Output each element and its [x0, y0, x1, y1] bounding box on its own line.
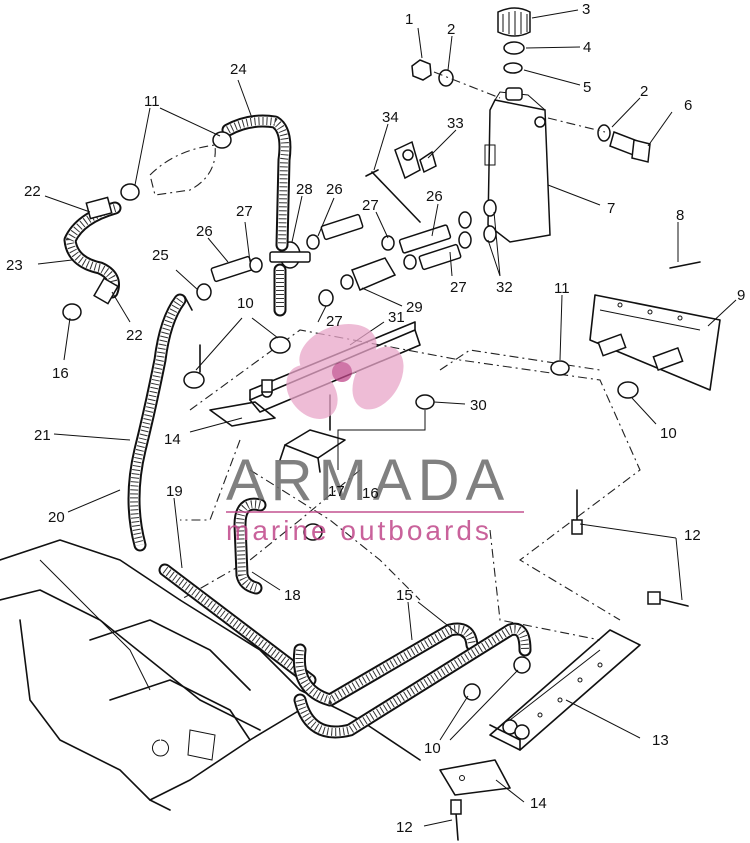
- callout-4: 4: [583, 39, 591, 56]
- washer-2: [438, 69, 454, 87]
- callout-6: 6: [684, 97, 692, 114]
- tube-19: [158, 563, 317, 687]
- callout-labels: 1 2 3 4 5 2 6 7 8 9 10 10 10 11 11 12 12…: [6, 1, 745, 836]
- callout-9: 9: [737, 287, 745, 304]
- callout-1: 1: [405, 11, 413, 28]
- chassis-outline: [0, 329, 641, 811]
- hose-20: [127, 293, 201, 552]
- callout-27-c: 27: [450, 279, 467, 296]
- callout-5: 5: [583, 79, 591, 96]
- washer-2-b: [597, 124, 611, 142]
- bracket-9: [589, 294, 721, 391]
- gasket-4: [503, 41, 525, 55]
- bracket-14-lower: [439, 759, 511, 796]
- callout-11-a: 11: [144, 93, 160, 110]
- callout-21: 21: [34, 427, 51, 444]
- bracket-33: [394, 140, 437, 180]
- brand-tagline: marine outboards: [226, 515, 492, 546]
- callout-26-a: 26: [196, 223, 213, 240]
- callout-15: 15: [396, 587, 413, 604]
- callout-12-a: 12: [684, 527, 701, 544]
- callout-3: 3: [582, 1, 590, 18]
- bolt-6: [609, 131, 651, 163]
- callout-26-b: 26: [326, 181, 343, 198]
- bracket-14-upper: [209, 401, 276, 427]
- callout-24: 24: [230, 61, 247, 78]
- brand-name: ARMADA: [226, 448, 510, 513]
- propeller-logo: [286, 323, 404, 419]
- callout-14-a: 14: [164, 431, 181, 448]
- hose-phantom: [149, 144, 216, 196]
- callout-10-b: 10: [660, 425, 677, 442]
- callout-7: 7: [607, 200, 615, 217]
- leader-lines: [37, 9, 737, 827]
- rod-34: [365, 169, 421, 223]
- brand-watermark: ARMADA marine outboards: [226, 323, 524, 546]
- callout-2: 2: [447, 21, 455, 38]
- callout-14-b: 14: [530, 795, 547, 812]
- callout-27-b: 27: [362, 197, 379, 214]
- clip-30: [415, 394, 435, 410]
- hose-15: [292, 622, 532, 739]
- hose-23: [63, 196, 122, 305]
- callout-16-a: 16: [52, 365, 69, 382]
- fitting-row-left: [196, 241, 311, 301]
- filler-cap-3: [497, 7, 531, 37]
- callout-20: 20: [48, 509, 65, 526]
- callout-22-a: 22: [24, 183, 41, 200]
- mounting-plate-13: [489, 629, 641, 751]
- callout-10-c: 10: [424, 740, 441, 757]
- callout-26-c: 26: [426, 188, 443, 205]
- nut-1: [411, 59, 432, 81]
- callout-22-b: 22: [126, 327, 143, 344]
- callout-32: 32: [496, 279, 513, 296]
- callout-23: 23: [6, 257, 23, 274]
- callout-31: 31: [388, 309, 405, 326]
- callout-33: 33: [447, 115, 464, 132]
- centerline-tank: [433, 71, 606, 133]
- ring-5: [503, 62, 523, 74]
- callout-12-b: 12: [396, 819, 413, 836]
- fitting-row-upper: [381, 199, 497, 271]
- callout-10-a: 10: [237, 295, 254, 312]
- callout-30: 30: [470, 397, 487, 414]
- coolant-tank-7: [484, 87, 551, 243]
- callout-8: 8: [676, 207, 684, 224]
- callout-29: 29: [406, 299, 423, 316]
- callout-18: 18: [284, 587, 301, 604]
- callout-25: 25: [152, 247, 169, 264]
- callout-11-b: 11: [554, 280, 570, 297]
- callout-28: 28: [296, 181, 313, 198]
- callout-13: 13: [652, 732, 669, 749]
- pins-12: [450, 261, 701, 841]
- hose-24: [221, 114, 292, 317]
- fitting-row-middle: [306, 213, 397, 307]
- callout-19: 19: [166, 483, 183, 500]
- hose-18: [233, 497, 267, 595]
- callout-27-a: 27: [236, 203, 253, 220]
- callout-27-d: 27: [326, 313, 343, 330]
- callout-17: 17: [328, 483, 345, 500]
- callout-16-b: 16: [362, 485, 379, 502]
- callout-34: 34: [382, 109, 399, 126]
- callout-2-b: 2: [640, 83, 648, 100]
